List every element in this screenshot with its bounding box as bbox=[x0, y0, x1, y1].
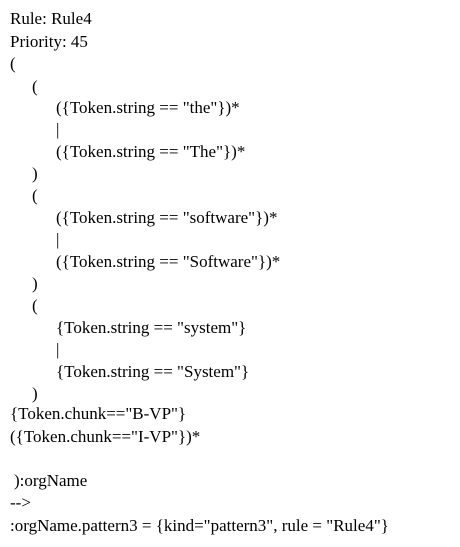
code-line: ({Token.string == "software"})* bbox=[56, 208, 278, 227]
open-paren-group-1: ( bbox=[32, 77, 38, 96]
code-line: ({Token.string == "the"})* bbox=[56, 98, 240, 117]
code-line: {Token.string == "System"} bbox=[56, 362, 250, 381]
priority-line: Priority: 45 bbox=[10, 32, 88, 51]
arrow-line: --> bbox=[10, 493, 31, 512]
alternation-bar: | bbox=[56, 340, 60, 359]
code-line: ({Token.string == "The"})* bbox=[56, 142, 246, 161]
code-line: ({Token.chunk=="I-VP"})* bbox=[10, 427, 201, 446]
open-paren-group-2: ( bbox=[32, 186, 38, 205]
action-line: :orgName.pattern3 = {kind="pattern3", ru… bbox=[10, 516, 389, 535]
close-paren-group-1: ) bbox=[32, 164, 38, 183]
code-line: {Token.string == "system"} bbox=[56, 318, 247, 337]
rule-name-line: Rule: Rule4 bbox=[10, 9, 92, 28]
open-paren-group-3: ( bbox=[32, 296, 38, 315]
alternation-bar: | bbox=[56, 230, 60, 249]
close-paren-group-3: ) bbox=[32, 384, 38, 403]
alternation-bar: | bbox=[56, 120, 60, 139]
close-paren-label-line: ):orgName bbox=[14, 471, 88, 490]
open-paren-outer: ( bbox=[10, 54, 16, 73]
close-paren-group-2: ) bbox=[32, 274, 38, 293]
code-line: {Token.chunk=="B-VP"} bbox=[10, 404, 187, 423]
code-line: ({Token.string == "Software"})* bbox=[56, 252, 281, 271]
